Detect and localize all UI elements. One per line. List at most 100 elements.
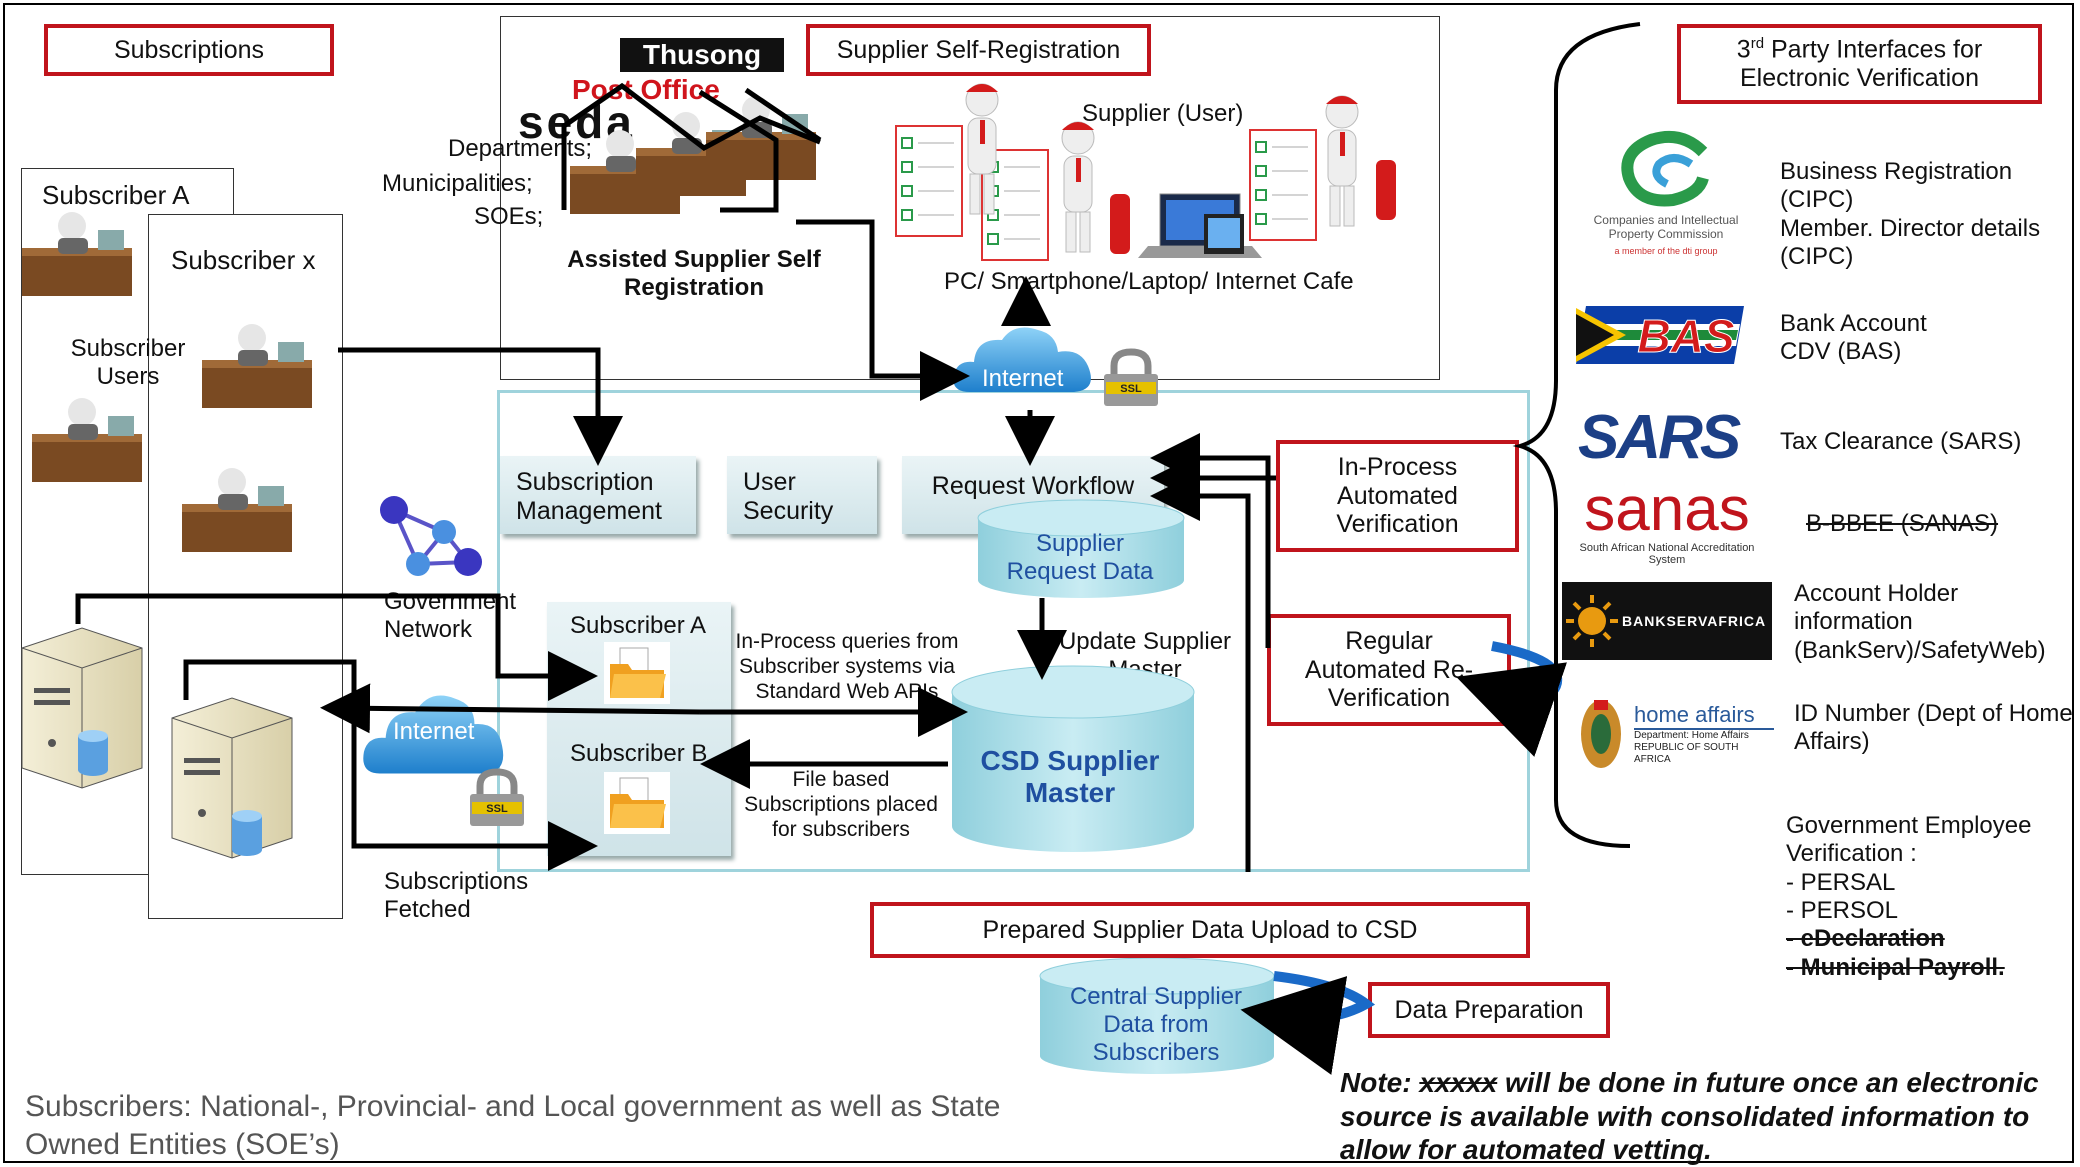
arrow-subscriptions-fetched bbox=[183, 659, 598, 871]
ssl-lock-top: SSL bbox=[1104, 348, 1158, 406]
subscriber-a-title: Subscriber A bbox=[42, 180, 190, 210]
interface-text-sanas: B-BBEE (SANAS) bbox=[1806, 510, 1999, 537]
soes-label: SOEs; bbox=[474, 203, 544, 230]
arrow-regular-to-workflow bbox=[1150, 433, 1271, 648]
arrow-api-bidirectional bbox=[320, 683, 968, 737]
bankserv-sun-icon bbox=[1566, 595, 1618, 647]
cipc-line2: Member. Director details (CIPC) bbox=[1780, 214, 2041, 270]
regular-reverification-box: Regular Automated Re-Verification bbox=[1267, 614, 1511, 726]
cipc-icon bbox=[1621, 131, 1709, 207]
internet-label-top: Internet bbox=[982, 365, 1064, 392]
bas-line1: Bank Account bbox=[1780, 310, 1927, 337]
svg-text:BAS: BAS bbox=[1637, 310, 1734, 362]
inprocess-queries-label: In-Process queries from Subscriber syste… bbox=[735, 630, 959, 703]
interface-logo-sanas: sanas South African National Accreditati… bbox=[1572, 475, 1762, 567]
arrow-csd-loop-to-workflow bbox=[1150, 471, 1251, 872]
prepared-upload-box: Prepared Supplier Data Upload to CSD bbox=[870, 902, 1530, 958]
ssl-lock-left: SSL bbox=[470, 768, 524, 826]
gov-employee-item-persol: - PERSOL bbox=[1786, 896, 1899, 924]
folder-icon-a bbox=[604, 642, 670, 704]
note-strike: xxxxx bbox=[1419, 1067, 1498, 1098]
arrow-registration-to-internet bbox=[796, 219, 970, 401]
subscriptions-fetched-label: Subscriptions Fetched bbox=[384, 868, 529, 924]
outer-frame bbox=[3, 3, 2074, 1163]
cipc-line1: Business Registration (CIPC) bbox=[1780, 158, 2013, 214]
bas-flag-icon: BAS bbox=[1576, 306, 1744, 364]
government-network-icon bbox=[380, 496, 482, 576]
post-office-logo: Post Office bbox=[572, 74, 720, 105]
footer-subscribers: Subscribers: National-, Provincial- and … bbox=[25, 1090, 1001, 1161]
svg-text:SSL: SSL bbox=[486, 803, 508, 815]
interface-logo-bas: BAS bbox=[1576, 304, 1744, 366]
interface-text-home-affairs: ID Number (Dept of Home Affairs) bbox=[1794, 700, 2073, 756]
third-party-line2: Electronic Verification bbox=[1739, 64, 1979, 93]
fire-extinguisher-icons bbox=[1110, 160, 1396, 254]
inprocess-verification-box: In-Process Automated Verification bbox=[1276, 440, 1519, 552]
supplier-self-registration-header: Supplier Self-Registration bbox=[806, 24, 1151, 76]
subscriber-desk-1 bbox=[22, 212, 132, 296]
server-db-icon-a bbox=[78, 730, 108, 776]
supplier-request-data-cylinder bbox=[977, 499, 1185, 598]
csd-supplier-master-cylinder bbox=[951, 665, 1195, 852]
note-prefix: Note: bbox=[1340, 1067, 1412, 1098]
subscriptions-header: Subscriptions bbox=[44, 24, 334, 76]
subscriber-desk-3 bbox=[32, 398, 142, 482]
gov-employee-item-edeclaration: - eDeclaration bbox=[1786, 925, 1945, 953]
third-party-header: 3rd Party Interfaces for Electronic Veri… bbox=[1677, 24, 2042, 104]
data-preparation-box: Data Preparation bbox=[1368, 982, 1610, 1038]
svg-text:SSL: SSL bbox=[1120, 383, 1142, 395]
supplier-request-data-label: Supplier Request Data bbox=[1006, 530, 1154, 585]
server-db-icon-x bbox=[232, 810, 262, 856]
interface-text-sars: Tax Clearance (SARS) bbox=[1780, 428, 2022, 455]
interface-text-bas: Bank Account CDV (BAS) bbox=[1780, 310, 2070, 367]
internet-label-left: Internet bbox=[393, 718, 475, 745]
supplier-user-label: Supplier (User) bbox=[1082, 100, 1244, 127]
data-preparation-loop-arrow bbox=[1240, 971, 1376, 1075]
gov-employee-item-municipal-payroll: - Municipal Payroll. bbox=[1786, 953, 2005, 981]
interface-logo-sars: SARS bbox=[1578, 403, 1741, 472]
central-supplier-data-cylinder bbox=[1039, 957, 1275, 1074]
cipc-logo-sub: a member of the dti group bbox=[1614, 245, 1718, 256]
interface-logo-bankserv: BANKSERVAFRICA bbox=[1562, 582, 1772, 660]
reverification-loop-arrow bbox=[1456, 641, 1568, 757]
footer-note: Note: xxxxx will be done in future once … bbox=[1340, 1066, 2070, 1167]
supplier-person-3 bbox=[1325, 95, 1359, 227]
third-party-line1-rest: Party Interfaces for bbox=[1764, 35, 1983, 64]
interface-logo-home-affairs: home affairs Department: Home Affairs RE… bbox=[1576, 686, 1774, 782]
municipalities-label: Municipalities; bbox=[382, 170, 533, 197]
gov-employee-item-persal: - PERSAL bbox=[1786, 868, 1896, 896]
subscriber-x-title: Subscriber x bbox=[171, 245, 316, 275]
user-security-module: User Security bbox=[727, 456, 877, 534]
supplier-person-2 bbox=[1061, 121, 1095, 253]
home-affairs-logo-sub: Department: Home Affairs REPUBLIC OF SOU… bbox=[1634, 730, 1749, 765]
panel-subscriber-b-label: Subscriber B bbox=[570, 740, 708, 767]
assisted-registration-label: Assisted Supplier Self Registration bbox=[567, 246, 821, 302]
note-rest: will be done in future once an electroni… bbox=[1340, 1067, 2039, 1166]
folder-icon-b bbox=[604, 772, 670, 834]
arrow-server-to-subscriber-a bbox=[75, 593, 598, 701]
subscriber-desk-4 bbox=[182, 468, 292, 552]
arrow-users-to-subscription bbox=[338, 347, 623, 466]
checklist-1 bbox=[895, 125, 963, 237]
panel-subscriber-a-label: Subscriber A bbox=[570, 612, 707, 639]
home-affairs-logo-text: home affairs bbox=[1634, 702, 1774, 730]
interface-text-bankserv: Account Holder information (BankServ)/Sa… bbox=[1794, 580, 2046, 664]
coat-of-arms-icon bbox=[1581, 700, 1621, 768]
internet-cloud-left bbox=[363, 695, 504, 774]
central-supplier-data-label: Central Supplier Data from Subscribers bbox=[1069, 983, 1243, 1066]
internet-cloud-top bbox=[953, 327, 1091, 392]
subscription-management-module: Subscription Management bbox=[500, 456, 696, 534]
bas-line2: CDV (BAS) bbox=[1780, 338, 1902, 366]
gov-employee-title: Government Employee Verification : bbox=[1786, 812, 2032, 868]
house-arrow-outline bbox=[561, 82, 821, 210]
cipc-logo-text: Companies and Intellectual Property Comm… bbox=[1593, 213, 1739, 242]
sanas-logo-sub: South African National Accreditation Sys… bbox=[1579, 542, 1755, 567]
thusong-logo: Thusong bbox=[620, 38, 784, 72]
csd-supplier-master-label: CSD Supplier Master bbox=[980, 745, 1160, 809]
sanas-logo-text: sanas bbox=[1584, 475, 1750, 544]
government-network-label: Government Network bbox=[384, 588, 517, 644]
subscriber-users-label: Subscriber Users bbox=[70, 335, 186, 391]
gov-employee-block: Government Employee Verification : - PER… bbox=[1786, 812, 2056, 982]
interface-text-cipc: Business Registration (CIPC) Member. Dir… bbox=[1780, 158, 2070, 271]
